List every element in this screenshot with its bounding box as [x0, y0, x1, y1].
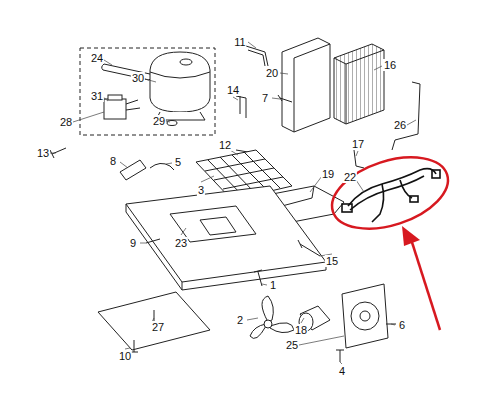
callout-number: 8 — [109, 155, 117, 167]
screw — [386, 324, 396, 325]
callout-number: 27 — [151, 321, 165, 333]
base-plate — [126, 186, 326, 290]
leader-lines — [50, 42, 416, 364]
tube — [246, 46, 268, 66]
callout-number: 5 — [174, 156, 182, 168]
callout-number: 19 — [321, 168, 335, 180]
callout-number: 30 — [131, 72, 145, 84]
tube — [354, 150, 364, 168]
callout-number: 23 — [174, 237, 188, 249]
relay — [104, 95, 140, 119]
callout-number: 12 — [218, 139, 232, 151]
callout-number: 31 — [90, 90, 104, 102]
fan-blade — [250, 296, 294, 338]
callout-number: 10 — [118, 350, 132, 362]
callout-number: 22 — [343, 171, 357, 183]
highlight — [323, 144, 457, 330]
screw — [146, 239, 160, 243]
callout-number: 7 — [261, 92, 269, 104]
callout-number: 18 — [294, 324, 308, 336]
callout-number: 16 — [383, 59, 397, 71]
screw — [336, 350, 344, 362]
motor-bracket — [342, 284, 388, 348]
callout-number: 25 — [285, 339, 299, 351]
callout-number: 6 — [398, 319, 406, 331]
callout-number: 1 — [269, 279, 277, 291]
panel — [282, 38, 330, 132]
callout-number: 13 — [36, 147, 50, 159]
condenser — [334, 44, 384, 124]
callout-number: 15 — [325, 255, 339, 267]
screw — [278, 95, 292, 102]
clip — [150, 163, 174, 170]
callout-number: 14 — [226, 84, 240, 96]
wire-harness — [342, 169, 440, 222]
callout-number: 20 — [265, 67, 279, 79]
callout-number: 9 — [129, 237, 137, 249]
drier — [120, 160, 146, 180]
callout-number: 24 — [90, 52, 104, 64]
callout-number: 3 — [197, 184, 205, 196]
screw — [50, 148, 66, 158]
callout-number: 28 — [59, 116, 73, 128]
tube — [392, 82, 420, 150]
callout-number: 11 — [233, 36, 246, 48]
screw — [254, 270, 262, 286]
compressor-group — [80, 48, 215, 135]
callout-number: 4 — [338, 365, 346, 377]
callout-number: 17 — [351, 138, 365, 150]
callout-number: 29 — [152, 115, 166, 127]
screw — [298, 240, 320, 256]
callout-number: 2 — [236, 314, 244, 326]
insulation-sheet — [98, 292, 210, 350]
callout-number: 26 — [393, 119, 407, 131]
